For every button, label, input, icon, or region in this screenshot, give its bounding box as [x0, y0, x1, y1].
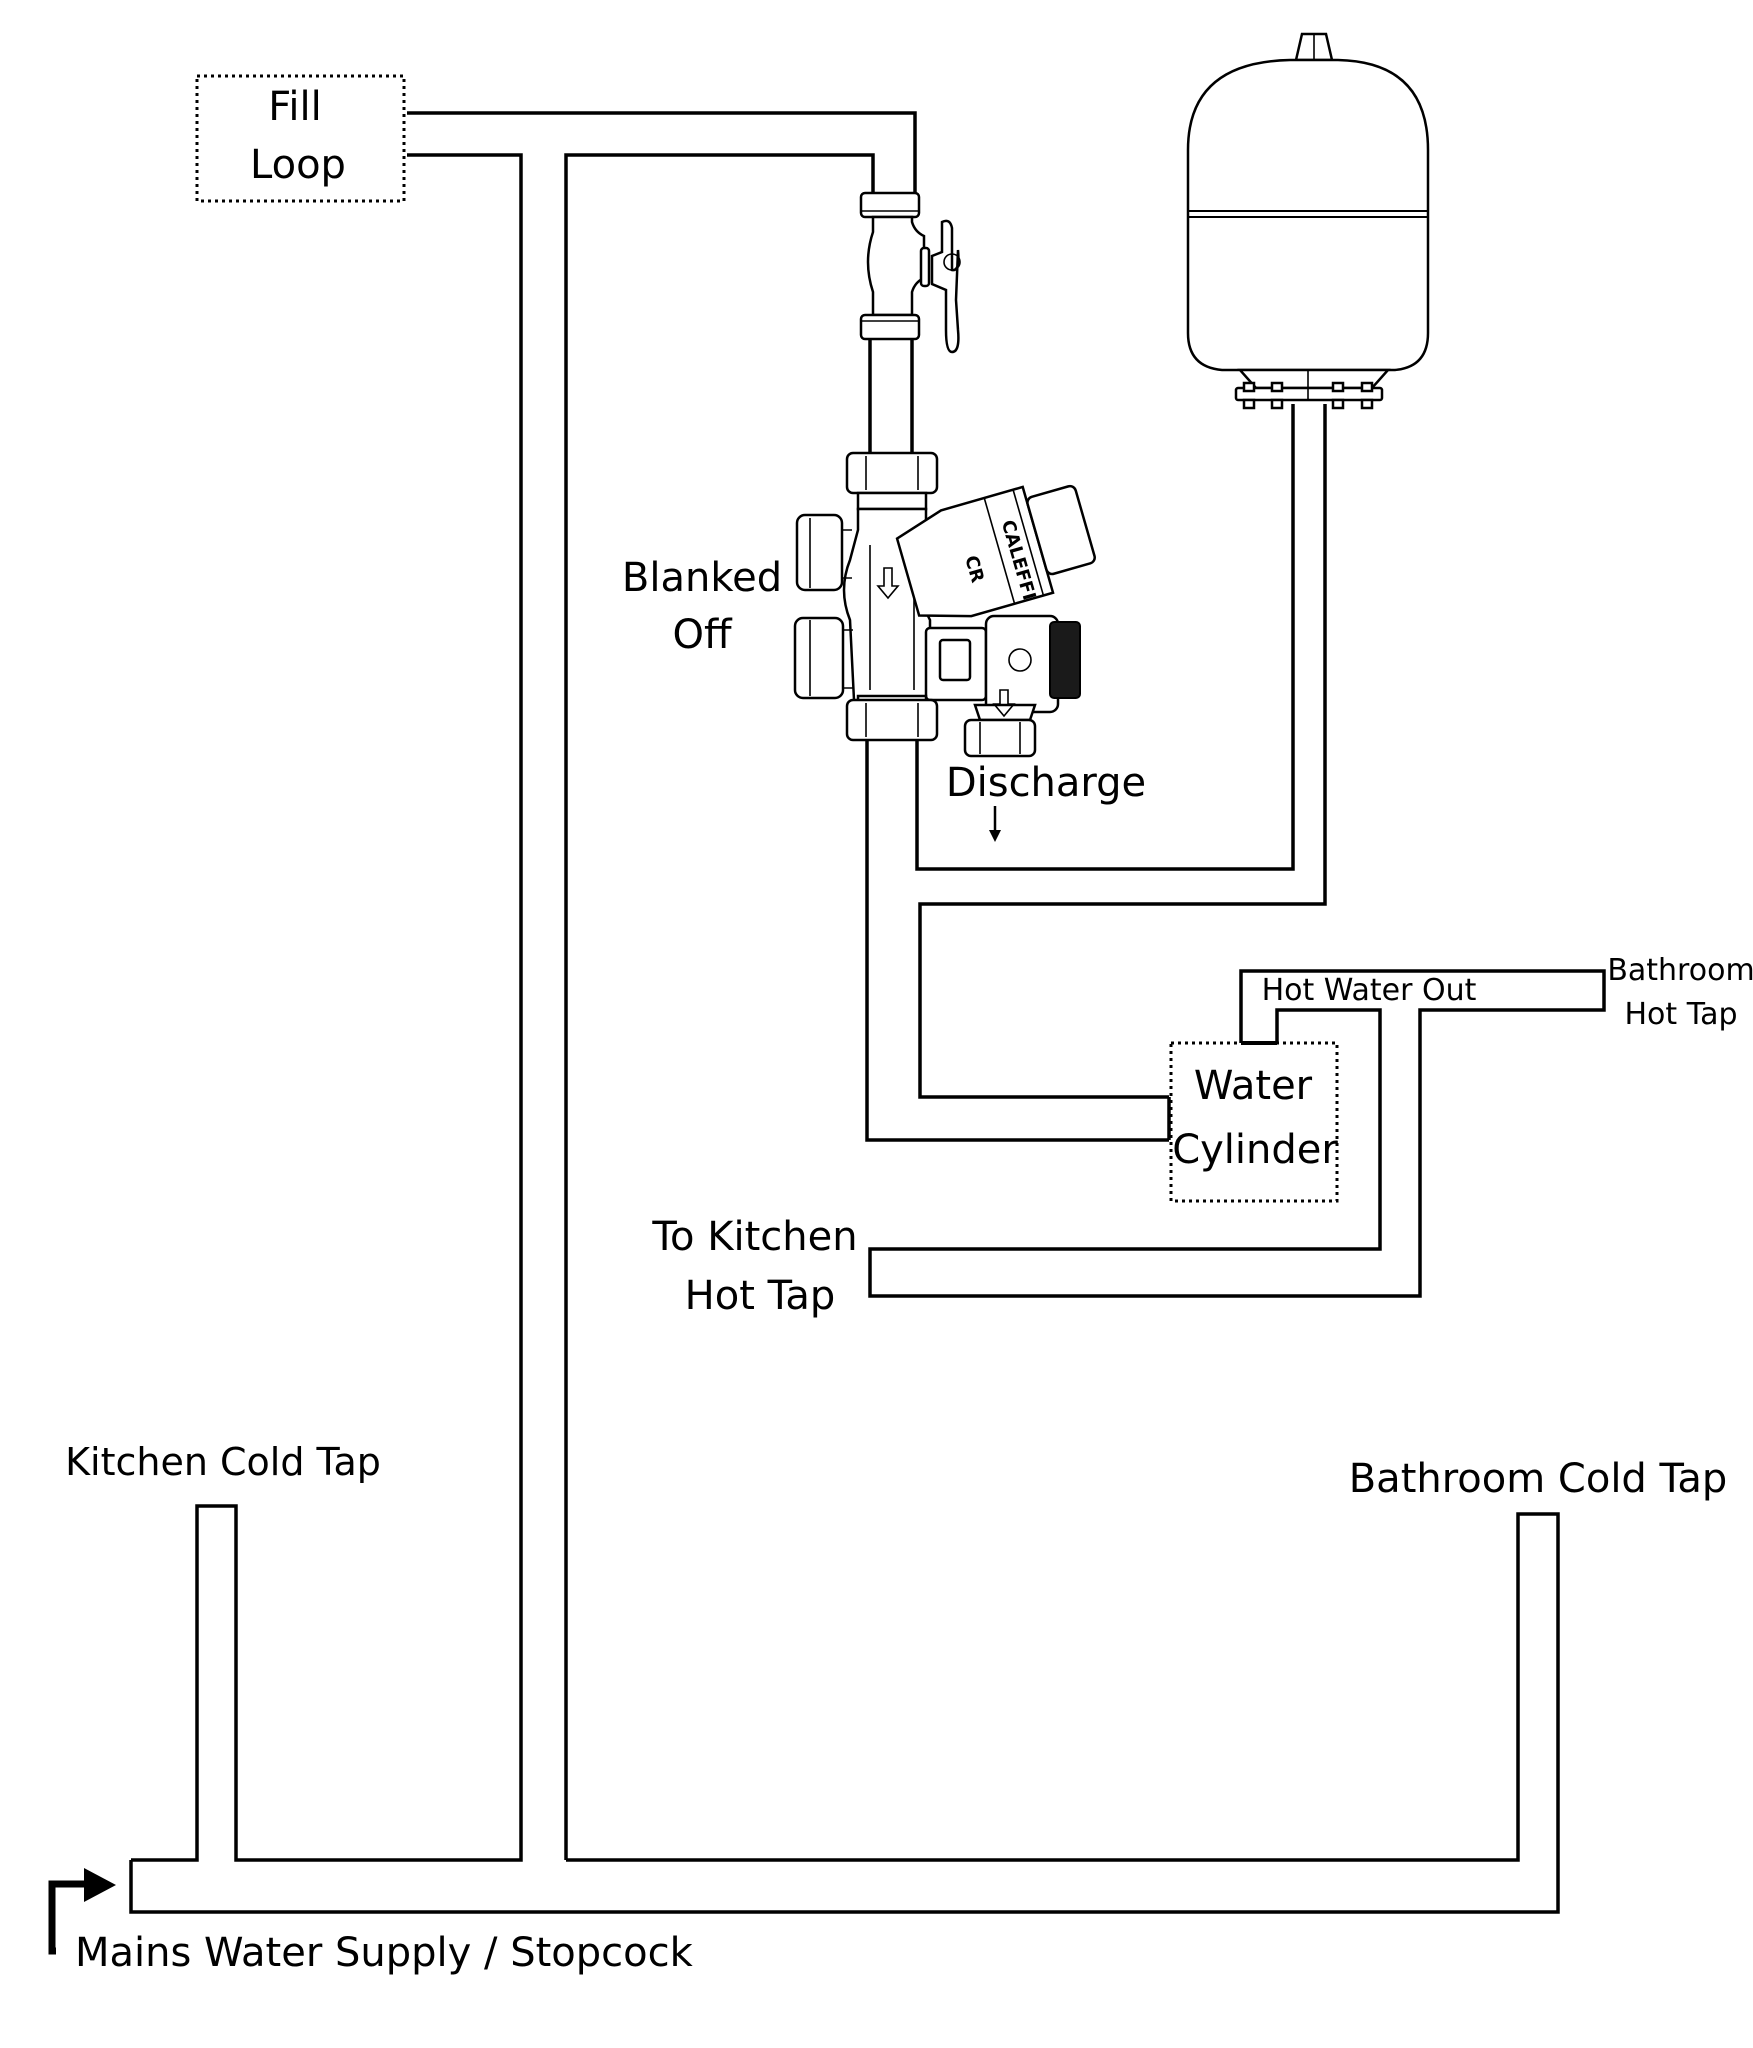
valve-fitting-top [859, 191, 921, 219]
discharge-nut [963, 718, 1037, 758]
expansion-relief-valve [924, 614, 1081, 758]
discharge-arrow-glyph [992, 689, 1016, 718]
hot-water-out-label: Hot Water Out [1262, 973, 1477, 1008]
cold-feed-to-vessel-inner [915, 404, 1295, 871]
kitchen-hot-tap-label-line2: Hot Tap [685, 1273, 836, 1319]
water-cylinder: Water Cylinder [1169, 1041, 1339, 1203]
valve-logo-icon [1008, 648, 1032, 672]
mains-supply-label: Mains Water Supply / Stopcock [75, 1930, 694, 1976]
discharge-down-arrow-icon [989, 806, 1001, 842]
hot-water-out-pipe-outer [868, 969, 1606, 1298]
valve-fitting-bottom [859, 313, 921, 341]
cold-main-pipe-right [129, 1512, 1560, 1914]
vessel-return-to-cylinder [918, 404, 1327, 1099]
fill-loop-label-line1: Fill [268, 84, 321, 130]
discharge-label: Discharge [946, 760, 1146, 806]
prv-top-nut [845, 451, 939, 495]
cold-main-pipe-upper [131, 153, 523, 1862]
prv-bottom-nut [845, 698, 939, 742]
blanked-off-label-line1: Blanked [622, 555, 782, 601]
water-cylinder-label-line1: Water [1194, 1063, 1313, 1109]
fill-loop-top-pipe [407, 111, 917, 193]
fill-loop-box [195, 74, 406, 203]
mains-inlet-arrow-icon [48, 1868, 116, 1955]
bathroom-hot-tap-label-line2: Hot Tap [1625, 997, 1738, 1032]
bathroom-cold-tap-label: Bathroom Cold Tap [1349, 1456, 1728, 1502]
cold-feed-pipework [865, 404, 1327, 1142]
bathroom-hot-tap-label-line1: Bathroom [1607, 953, 1753, 988]
blanked-port-lower [793, 616, 845, 700]
pressure-reducing-cartridge: CALEFFI CR [895, 484, 1096, 618]
expansion-vessel [1186, 32, 1430, 410]
hot-water-pipework [868, 969, 1606, 1298]
flow-arrow-icon [876, 567, 900, 600]
blanked-port-upper [795, 513, 844, 592]
fill-loop: Fill Loop [195, 74, 406, 203]
kitchen-cold-tap-label: Kitchen Cold Tap [65, 1440, 381, 1484]
cold-feed-to-cylinder-outer [865, 741, 1169, 1142]
valve-body [866, 215, 926, 317]
inlet-control-group: CALEFFI CR [793, 451, 1096, 758]
mains-pipework [129, 111, 1560, 1914]
kitchen-hot-tap-label-line1: To Kitchen [651, 1214, 857, 1260]
vessel-flange [1234, 386, 1384, 402]
valve-to-prv-pipe [868, 339, 914, 453]
cold-main-pipe-riser [564, 153, 875, 1860]
blanked-off-label-line2: Off [672, 612, 732, 658]
vessel-body [1186, 58, 1430, 372]
fill-loop-label-line2: Loop [250, 142, 346, 188]
water-cylinder-box [1169, 1041, 1339, 1203]
valve-lever-icon [930, 219, 960, 354]
isolation-ball-valve [859, 191, 961, 453]
relief-valve-cap [1049, 621, 1081, 699]
vessel-bolts [1242, 381, 1374, 410]
water-cylinder-label-line2: Cylinder [1172, 1127, 1338, 1173]
